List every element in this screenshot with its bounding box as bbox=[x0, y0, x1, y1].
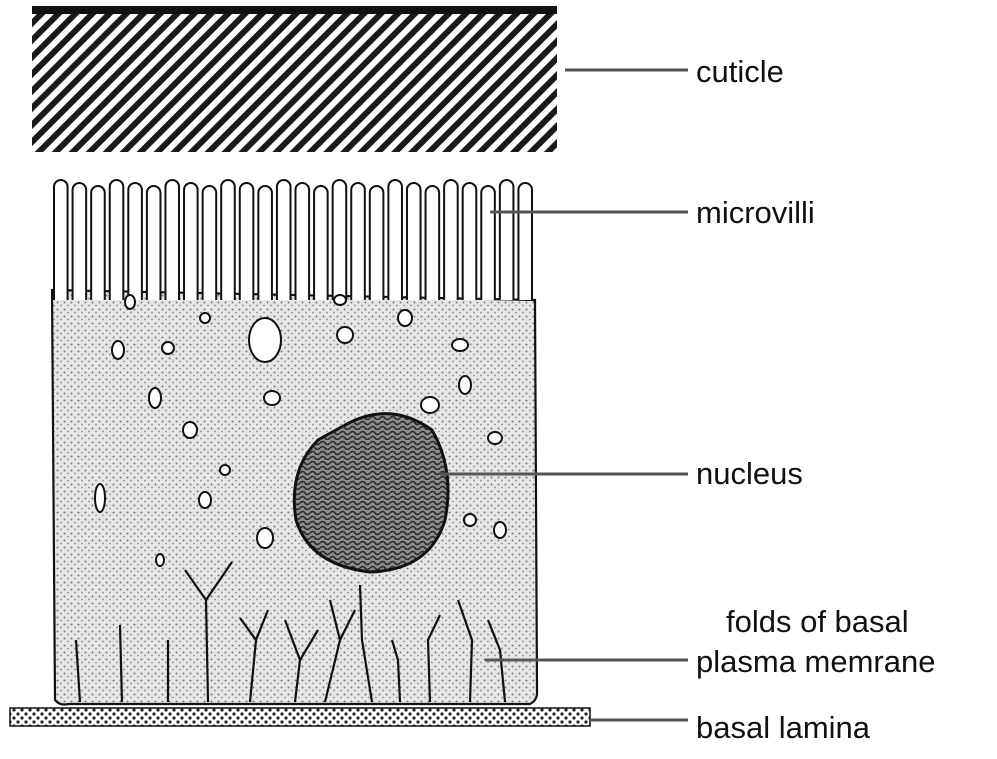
organelle bbox=[464, 514, 476, 526]
microvillus bbox=[110, 180, 124, 300]
label-cuticle: cuticle bbox=[696, 56, 784, 87]
microvillus bbox=[444, 180, 458, 300]
organelle bbox=[125, 295, 135, 309]
microvillus bbox=[73, 183, 87, 300]
organelle bbox=[334, 295, 346, 305]
label-microvilli: microvilli bbox=[696, 197, 815, 228]
microvillus bbox=[221, 180, 235, 300]
label-basal-lamina: basal lamina bbox=[696, 712, 870, 743]
organelle bbox=[199, 492, 211, 508]
organelle bbox=[162, 342, 174, 354]
basal-lamina bbox=[10, 708, 590, 726]
label-folds-line-1: folds of basal bbox=[726, 606, 909, 637]
microvillus bbox=[333, 180, 347, 300]
microvillus bbox=[184, 183, 198, 300]
microvillus bbox=[518, 183, 532, 300]
microvillus bbox=[147, 186, 161, 300]
organelle bbox=[220, 465, 230, 475]
cuticle bbox=[32, 6, 557, 152]
organelle bbox=[452, 339, 468, 351]
organelle bbox=[398, 310, 412, 326]
organelle bbox=[183, 422, 197, 438]
organelle bbox=[200, 313, 210, 323]
organelle bbox=[264, 391, 280, 405]
microvillus bbox=[240, 183, 254, 300]
microvillus bbox=[165, 180, 179, 300]
microvillus bbox=[314, 186, 328, 300]
label-nucleus: nucleus bbox=[696, 458, 803, 489]
organelle bbox=[112, 341, 124, 359]
microvillus bbox=[481, 186, 495, 300]
microvillus bbox=[277, 180, 291, 300]
organelle bbox=[459, 376, 471, 394]
organelle bbox=[156, 554, 164, 566]
microvillus bbox=[91, 186, 105, 300]
microvillus bbox=[388, 180, 402, 300]
microvillus bbox=[407, 183, 421, 300]
microvillus bbox=[258, 186, 272, 300]
microvillus bbox=[203, 186, 217, 300]
microvillus bbox=[426, 186, 440, 300]
organelle bbox=[95, 484, 105, 512]
microvillus bbox=[500, 180, 514, 300]
organelle bbox=[257, 528, 273, 548]
microvilli bbox=[54, 180, 532, 300]
microvillus bbox=[54, 180, 68, 300]
microvillus bbox=[128, 183, 142, 300]
organelle bbox=[337, 327, 353, 343]
microvillus bbox=[351, 183, 365, 300]
organelle bbox=[149, 388, 161, 408]
organelle bbox=[421, 397, 439, 413]
organelle bbox=[249, 318, 281, 362]
microvillus bbox=[463, 183, 477, 300]
microvillus bbox=[370, 186, 384, 300]
organelle bbox=[494, 522, 506, 538]
microvillus bbox=[296, 183, 310, 300]
organelle bbox=[488, 432, 502, 444]
label-folds-line-2: plasma memrane bbox=[696, 646, 935, 677]
